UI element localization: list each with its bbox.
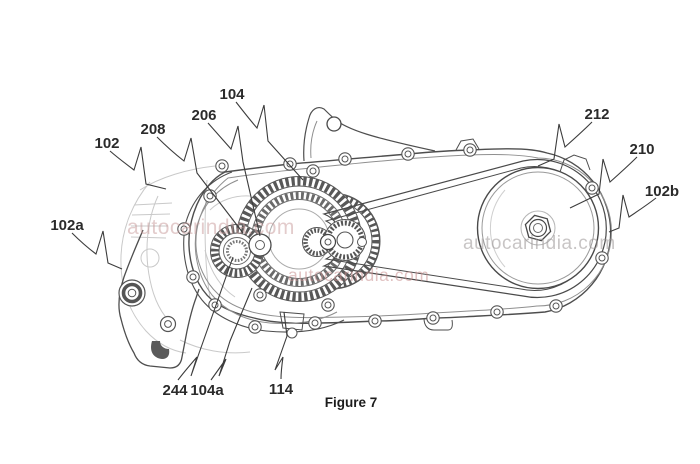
bearing-end (248, 233, 272, 257)
leader-102b (608, 194, 657, 233)
watermark-center: autocarindia.com (288, 265, 429, 285)
leader-206 (207, 122, 261, 237)
driven-pulley (476, 166, 600, 290)
leader-104 (235, 101, 304, 181)
part-label-102a: 102a (50, 217, 84, 234)
watermarks: autocarindia.com autocarindia.com autoca… (127, 216, 616, 285)
crankshaft-hub (302, 218, 367, 262)
part-labels: 102 208 206 104 102a 244 104a 114 212 21… (50, 86, 679, 399)
part-label-102b: 102b (645, 183, 679, 200)
leader-lines (71, 101, 657, 381)
part-label-104a: 104a (190, 382, 224, 399)
engine-mount-bracket (118, 229, 200, 369)
leader-208 (156, 136, 244, 234)
leader-102a (71, 230, 123, 270)
top-right-clip (559, 154, 591, 173)
watermark-right: autocarindia.com (463, 233, 616, 254)
leader-102 (109, 146, 167, 190)
leader-212 (537, 121, 593, 167)
leader-104a (210, 287, 253, 381)
part-label-244: 244 (162, 382, 188, 399)
part-label-102: 102 (94, 135, 119, 152)
part-label-212: 212 (584, 106, 609, 123)
bottom-fittings (279, 311, 453, 339)
part-label-104: 104 (219, 86, 245, 103)
part-label-206: 206 (191, 107, 216, 124)
part-label-208: 208 (140, 121, 165, 138)
part-label-210: 210 (629, 141, 654, 158)
transmission-case-outline (188, 148, 612, 324)
leader-210 (569, 156, 638, 209)
top-edge-tab (455, 138, 480, 151)
figure-caption: Figure 7 (325, 395, 378, 410)
watermark-left: autocarindia.com (127, 216, 295, 239)
part-label-114: 114 (269, 381, 294, 398)
leader-244 (177, 256, 234, 381)
leader-114 (274, 311, 288, 380)
top-bracket (303, 106, 436, 162)
bracket-hook (151, 341, 170, 359)
